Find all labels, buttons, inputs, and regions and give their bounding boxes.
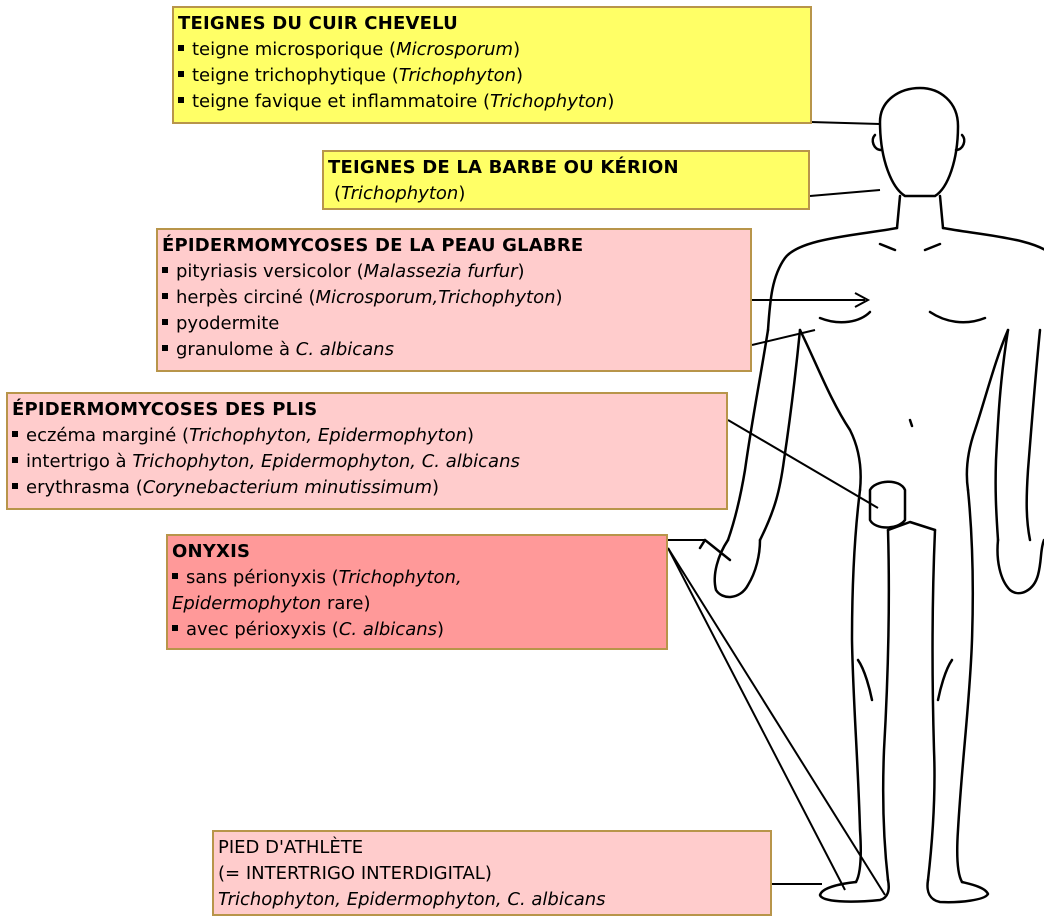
box-title: ÉPIDERMOMYCOSES DES PLIS bbox=[12, 397, 720, 423]
list-item: intertrigo à Trichophyton, Epidermophyto… bbox=[12, 449, 720, 475]
list-item: pityriasis versicolor (Malassezia furfur… bbox=[162, 259, 744, 285]
human-body-outline-icon bbox=[700, 88, 1044, 902]
list-item: avec périoxyxis (C. albicans) bbox=[172, 617, 660, 643]
box-onyxis: ONYXIS sans périonyxis (Trichophyton, Ep… bbox=[166, 534, 668, 650]
box-teignes-barbe: TEIGNES DE LA BARBE OU KÉRION (Trichophy… bbox=[322, 150, 810, 210]
box-title: ONYXIS bbox=[172, 539, 660, 565]
box-plis: ÉPIDERMOMYCOSES DES PLIS eczéma marginé … bbox=[6, 392, 728, 510]
list-item: sans périonyxis (Trichophyton, bbox=[172, 565, 660, 591]
list-item: herpès circiné (Microsporum,Trichophyton… bbox=[162, 285, 744, 311]
list-item-continuation: Epidermophyton rare) bbox=[172, 591, 660, 617]
list-item: granulome à C. albicans bbox=[162, 337, 744, 363]
list-item: eczéma marginé (Trichophyton, Epidermoph… bbox=[12, 423, 720, 449]
box-line: (= INTERTRIGO INTERDIGITAL) bbox=[218, 861, 764, 887]
list-item: erythrasma (Corynebacterium minutissimum… bbox=[12, 475, 720, 501]
box-line: Trichophyton, Epidermophyton, C. albican… bbox=[218, 887, 764, 913]
box-title: TEIGNES DU CUIR CHEVELU bbox=[178, 11, 804, 37]
list-item: teigne favique et inflammatoire (Trichop… bbox=[178, 89, 804, 115]
box-pied-athlete: PIED D'ATHLÈTE (= INTERTRIGO INTERDIGITA… bbox=[212, 830, 772, 916]
box-line: (Trichophyton) bbox=[328, 181, 802, 207]
box-title: TEIGNES DE LA BARBE OU KÉRION bbox=[328, 155, 802, 181]
box-line: PIED D'ATHLÈTE bbox=[218, 835, 764, 861]
list-item: teigne trichophytique (Trichophyton) bbox=[178, 63, 804, 89]
box-peau-glabre: ÉPIDERMOMYCOSES DE LA PEAU GLABRE pityri… bbox=[156, 228, 752, 372]
list-item: teigne microsporique (Microsporum) bbox=[178, 37, 804, 63]
box-teignes-cuir-chevelu: TEIGNES DU CUIR CHEVELU teigne microspor… bbox=[172, 6, 812, 124]
box-title: ÉPIDERMOMYCOSES DE LA PEAU GLABRE bbox=[162, 233, 744, 259]
list-item: pyodermite bbox=[162, 311, 744, 337]
